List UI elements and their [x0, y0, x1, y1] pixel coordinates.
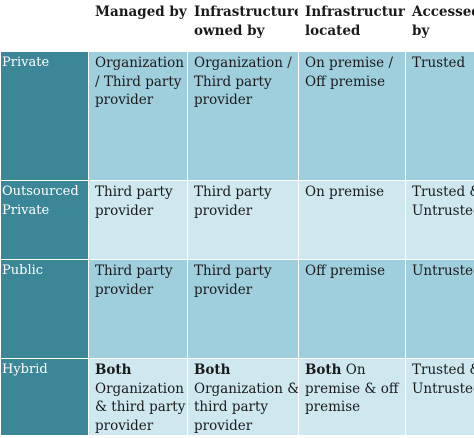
cell-located: On premise / Off premise	[298, 51, 406, 181]
cell-located: Both On premise & off premise	[298, 358, 406, 436]
cell-text: & third party	[95, 399, 186, 415]
cell-text: Trusted &	[412, 362, 474, 378]
header-infrastructure-owned-by: Infrastructure owned by	[187, 0, 299, 52]
header-text: by	[412, 22, 430, 39]
cell-text: third party	[194, 399, 269, 415]
header-infrastructure-located: Infrastructure located	[298, 0, 406, 52]
cell-accessed-by: Trusted & Untrusted	[405, 358, 474, 436]
cell-text: On premise	[305, 184, 385, 200]
cell-text: Third party	[95, 184, 173, 200]
header-accessed-by: Accessed by	[405, 0, 474, 52]
cell-text: provider	[95, 417, 154, 434]
cell-bold-text: Both	[305, 362, 342, 378]
row-label-private: Private	[0, 51, 89, 181]
cell-text: On premise /	[305, 55, 394, 71]
table-row-outsourced-private: Outsourced Private Third party provider …	[0, 180, 474, 260]
cell-text: Off premise	[305, 263, 386, 279]
cell-managed-by: Third party provider	[88, 259, 188, 359]
cell-bold-text: Both	[194, 362, 231, 378]
cell-text: Organization /	[194, 55, 292, 71]
cell-accessed-by: Trusted & Untrusted	[405, 180, 474, 260]
cell-bold-text: Both	[95, 362, 132, 378]
cell-owned-by: Third party provider	[187, 180, 299, 260]
cell-accessed-by: Untrusted	[405, 259, 474, 359]
cell-text: Organization	[95, 55, 184, 71]
cell-owned-by: Both Organization & third party provider	[187, 358, 299, 436]
cell-text: provider	[194, 202, 253, 219]
cell-text: Organization &	[194, 380, 299, 397]
cell-text: Off premise	[305, 73, 386, 90]
cell-text: provider	[95, 92, 154, 108]
cell-text: Third party	[95, 263, 173, 279]
cell-text: premise & off	[305, 380, 399, 397]
row-label-text: Public	[2, 263, 44, 278]
table-row-public: Public Third party provider Third party …	[0, 259, 474, 359]
cell-text: Trusted	[412, 55, 466, 71]
cell-text: Trusted &	[412, 184, 474, 200]
row-label-text: Private	[2, 202, 50, 218]
row-label-public: Public	[0, 259, 89, 359]
cell-text: Untrusted	[412, 202, 474, 219]
header-text: located	[305, 22, 361, 39]
cell-text: provider	[194, 281, 253, 298]
cell-text: Untrusted	[412, 263, 474, 279]
cell-text: Third party	[194, 263, 272, 279]
header-text: owned by	[194, 22, 265, 39]
cell-managed-by: Organization / Third party provider	[88, 51, 188, 181]
header-text: Managed by	[95, 4, 187, 20]
cell-text: Untrusted	[412, 380, 474, 397]
cell-located: On premise	[298, 180, 406, 260]
cell-owned-by: Organization / Third party provider	[187, 51, 299, 181]
cell-text: Third party	[194, 184, 272, 200]
cell-text: / Third party	[95, 73, 182, 90]
cell-located: Off premise	[298, 259, 406, 359]
cell-managed-by: Third party provider	[88, 180, 188, 260]
row-label-text: Hybrid	[2, 362, 48, 377]
row-label-text: Outsourced	[2, 184, 79, 199]
table-row-private: Private Organization / Third party provi…	[0, 51, 474, 181]
cell-accessed-by: Trusted	[405, 51, 474, 181]
cell-text: provider	[95, 281, 154, 298]
header-row: Managed by Infrastructure owned by Infra…	[0, 0, 474, 52]
cell-text: Third party	[194, 73, 272, 90]
cell-managed-by: Both Organization & third party provider	[88, 358, 188, 436]
header-managed-by: Managed by	[88, 0, 188, 52]
cell-text: premise	[305, 399, 361, 415]
cell-text: provider	[194, 417, 253, 434]
table-row-hybrid: Hybrid Both Organization & third party p…	[0, 358, 474, 436]
row-label-text: Private	[2, 55, 50, 70]
header-text: Infrastructure	[305, 4, 406, 20]
row-label-hybrid: Hybrid	[0, 358, 89, 436]
header-text: Infrastructure	[194, 4, 299, 20]
header-text: Accessed	[412, 4, 474, 20]
header-corner-cell	[0, 0, 89, 52]
cell-text: provider	[194, 92, 253, 108]
cell-owned-by: Third party provider	[187, 259, 299, 359]
cell-text: On	[345, 362, 366, 378]
row-label-outsourced-private: Outsourced Private	[0, 180, 89, 260]
cell-first-line: Both On	[305, 361, 405, 380]
cell-text: Organization	[95, 380, 184, 397]
cell-text: provider	[95, 202, 154, 219]
